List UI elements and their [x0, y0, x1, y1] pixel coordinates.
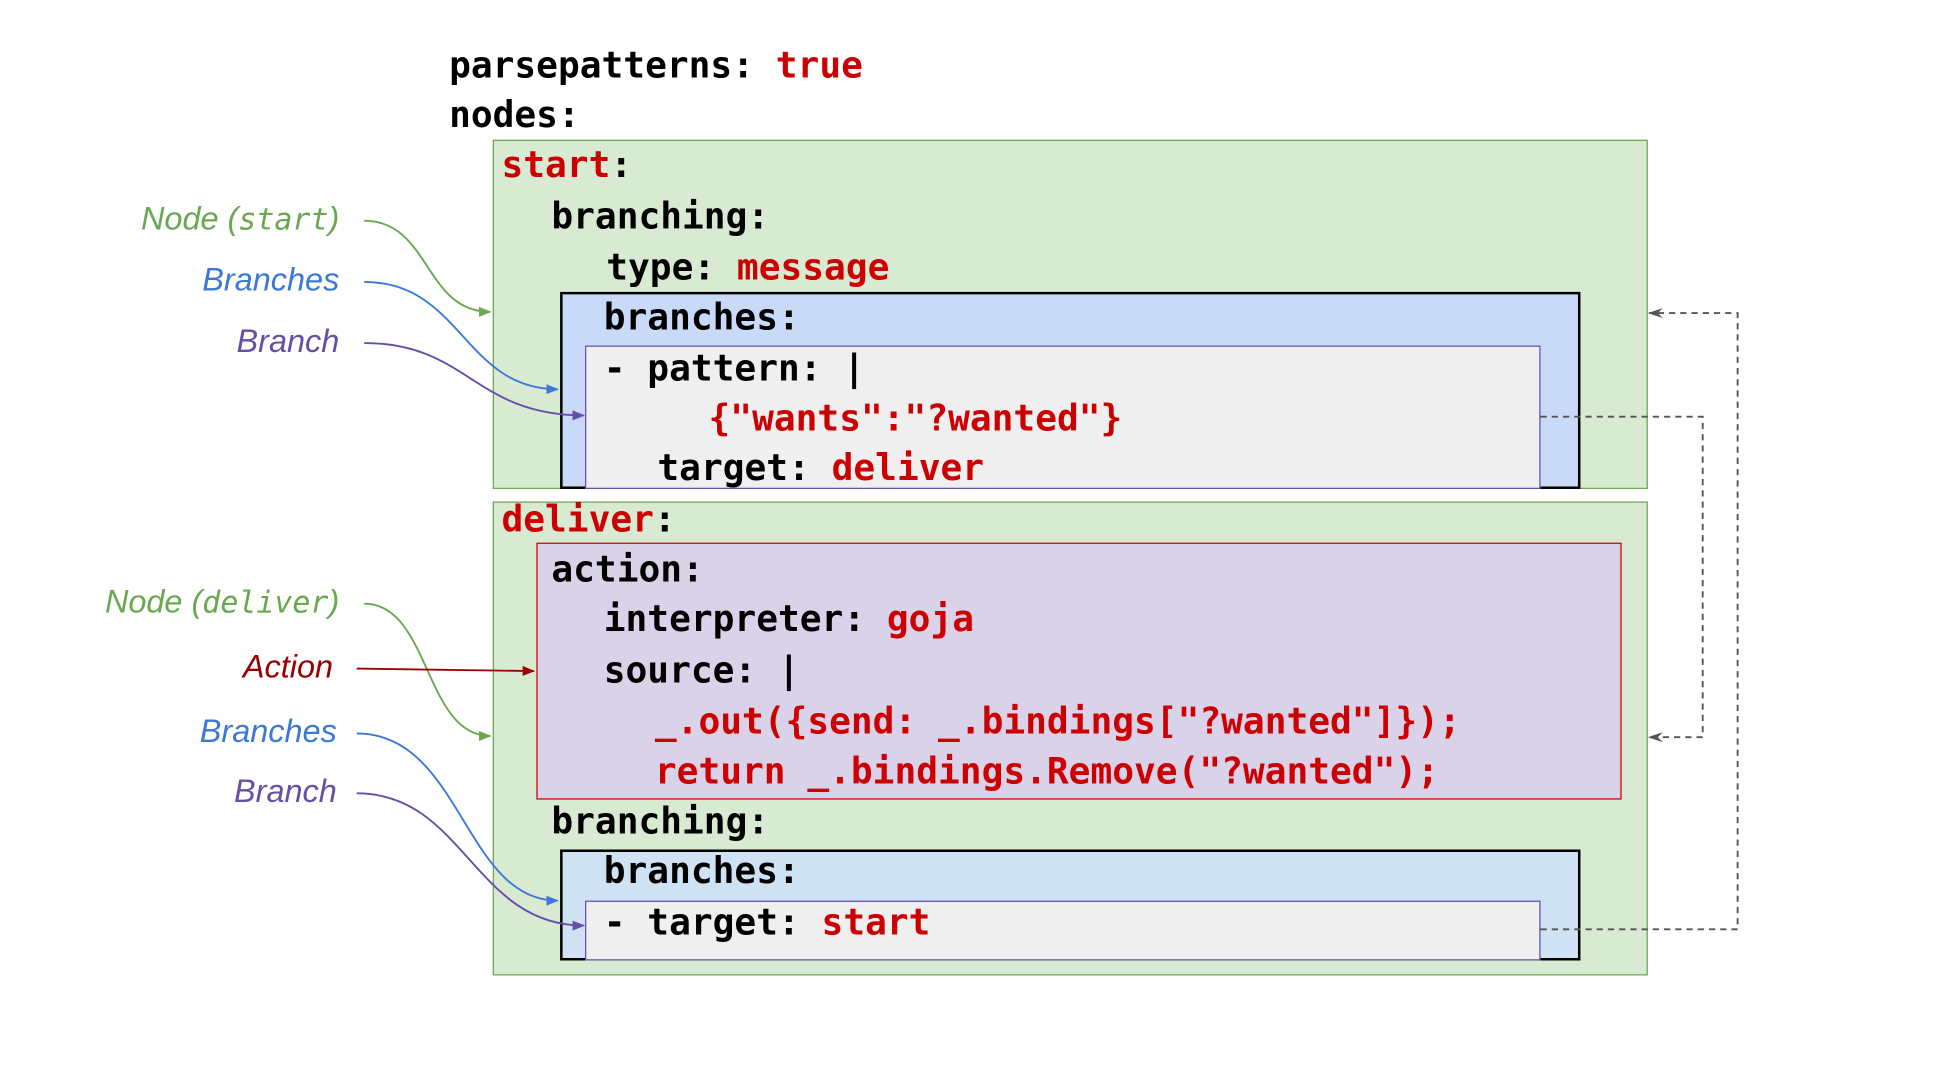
label-action: Action	[242, 647, 334, 685]
target2-key: - target	[603, 900, 778, 944]
deliver-branch-box	[585, 900, 1541, 961]
code-line-action: action:	[551, 547, 704, 591]
link-deliver-to-start	[1540, 308, 1739, 931]
arrow-branch-1	[364, 342, 586, 421]
interpreter-key: interpreter	[603, 597, 844, 640]
target1-value: deliver	[831, 446, 985, 489]
type-key: type	[606, 245, 694, 289]
code-line-target-2: - target: start	[603, 900, 931, 944]
label-branches-1: Branches	[202, 260, 340, 299]
label-node-deliver-mono: deliver	[202, 585, 329, 620]
code-line-source-1: _.out({send: _.bindings["?wanted"]});	[654, 699, 1461, 743]
code-line-branches-1: branches:	[603, 295, 800, 339]
arrow-action	[356, 665, 536, 676]
label-node-deliver: Node (deliver)	[104, 582, 340, 620]
nodes-key: nodes	[449, 93, 558, 136]
code-line-start: start:	[501, 143, 633, 186]
label-node-start-mono: start	[238, 202, 329, 238]
code-line-source: source: |	[603, 648, 800, 692]
code-line-type: type: message	[606, 245, 890, 289]
code-line-source-2: return _.bindings.Remove("?wanted");	[654, 749, 1439, 793]
parsepatterns-key: parsepatterns	[449, 43, 733, 87]
label-branch-1: Branch	[236, 321, 340, 360]
code-line-branches-2: branches:	[603, 849, 800, 892]
action-box	[536, 542, 1622, 800]
target1-key: target	[657, 446, 789, 489]
code-line-nodes: nodes:	[449, 93, 580, 136]
arrow-branches-1	[364, 280, 559, 395]
deliver-node-name: deliver	[501, 497, 654, 541]
code-line-pattern-value: {"wants":"?wanted"}	[708, 396, 1123, 440]
code-line-pattern: - pattern: |	[603, 346, 866, 390]
arrow-branch-2	[356, 792, 586, 931]
code-line-branching-1: branching:	[551, 194, 770, 238]
label-node-start: Node (start)	[140, 199, 340, 238]
label-branch-2: Branch	[234, 772, 337, 810]
arrow-node-start	[364, 219, 492, 317]
arrow-branches-2	[356, 732, 559, 906]
start-node-name: start	[501, 143, 611, 186]
code-line-interpreter: interpreter: goja	[603, 597, 975, 640]
parsepatterns-value: true	[775, 43, 863, 87]
type-value: message	[736, 245, 890, 289]
start-branch-box	[585, 345, 1541, 489]
code-line-deliver: deliver:	[501, 497, 676, 541]
code-line-parsepatterns: parsepatterns: true	[449, 43, 863, 87]
code-line-branching-2: branching:	[551, 799, 770, 842]
label-branches-2: Branches	[199, 712, 337, 750]
link-start-to-deliver	[1540, 415, 1704, 743]
code-line-target-1: target: deliver	[657, 446, 985, 489]
target2-value: start	[821, 900, 931, 944]
interpreter-value: goja	[886, 597, 975, 640]
